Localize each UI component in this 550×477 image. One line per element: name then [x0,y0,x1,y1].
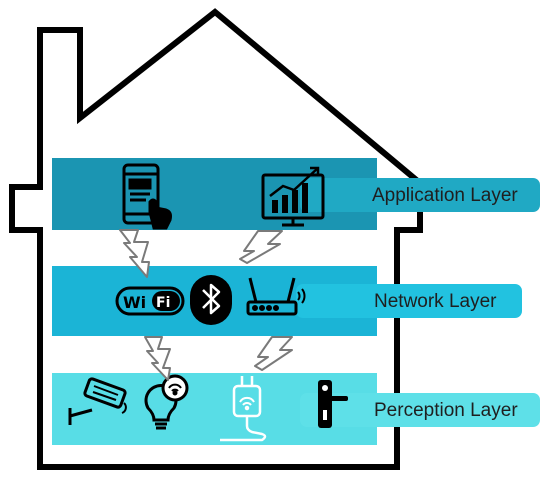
application-layer-label-box [300,178,540,212]
network-layer-label-box [296,284,522,318]
lightning-bolt-icon [144,336,171,381]
smartphone-touch-icon [122,163,172,230]
perception-layer-label: Perception Layer [374,400,518,421]
house-outline [9,8,423,470]
wifi-badge-left: Wi [123,293,146,312]
smart-door-lock-icon [318,380,348,428]
lightning-bolt-icon [254,336,293,371]
analytics-monitor-icon [261,166,325,227]
smart-bulb-icon [144,374,189,430]
router-icon [246,277,306,316]
smart-plug-icon [220,376,267,442]
lightning-bolt-icon [239,230,283,264]
bluetooth-icon [190,275,232,325]
wifi-icon: Wi Fi [115,286,185,316]
perception-layer-label-box [300,393,540,427]
network-layer-label: Network Layer [374,291,497,312]
security-camera-icon [68,377,127,425]
lightning-bolt-icon [119,229,150,278]
application-layer-label: Application Layer [372,185,518,206]
wifi-badge-right: Fi [156,295,170,311]
